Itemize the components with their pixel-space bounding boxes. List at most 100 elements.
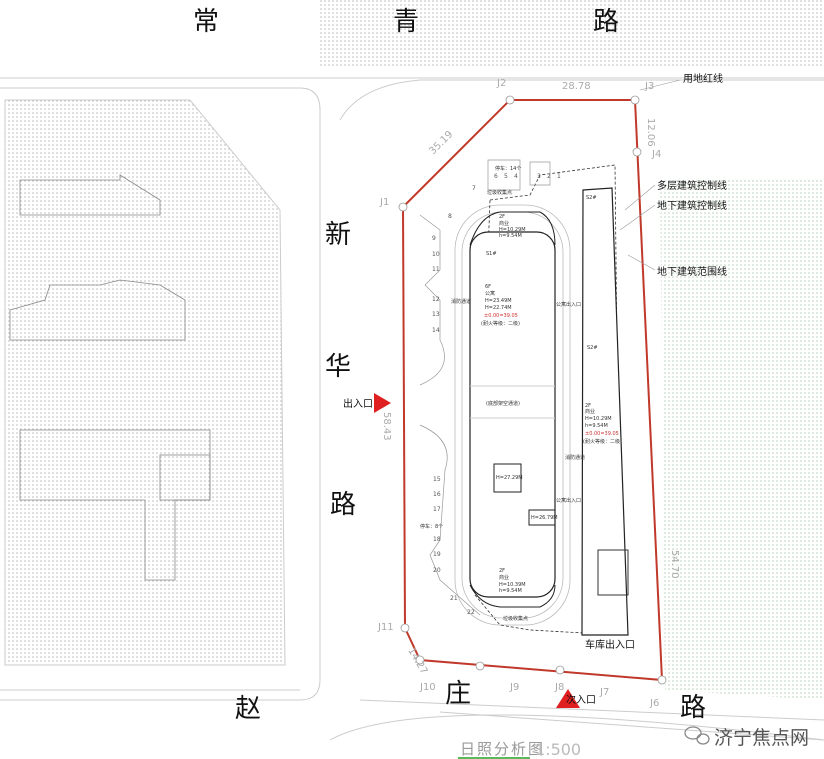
road-left-char-1: 新: [325, 220, 351, 250]
svg-text:19: 19: [433, 551, 441, 558]
east-block: [660, 180, 824, 700]
road-bottom-char-1: 赵: [235, 694, 261, 724]
road-bottom-char-3: 路: [680, 693, 706, 723]
svg-text:16: 16: [433, 491, 441, 498]
svg-text:2F: 2F: [499, 568, 505, 574]
secondary-entrance-label: 次入口: [566, 693, 596, 706]
dim-right: 54.70: [669, 550, 680, 579]
road-top-char-3: 路: [593, 7, 619, 37]
svg-text:公寓出入口: 公寓出入口: [556, 497, 581, 504]
svg-text:H=27.29M: H=27.29M: [496, 475, 523, 481]
svg-text:±0.00=39.05: ±0.00=39.05: [484, 313, 518, 319]
legend-underground-range: 地下建筑范围线: [657, 265, 727, 278]
svg-text:±0.00=39.05: ±0.00=39.05: [585, 431, 619, 437]
s1-labels: 2F 商业 H=10.29M h=9.54M S1# 6F 公寓 H=23.49…: [481, 214, 558, 594]
dim-diag: 35.19: [427, 129, 455, 157]
svg-text:消防通道: 消防通道: [451, 298, 471, 305]
svg-text:11: 11: [432, 266, 440, 273]
boundary-points: [398, 95, 667, 685]
svg-text:9: 9: [432, 235, 436, 242]
svg-text:8: 8: [448, 213, 452, 220]
point-j11: J11: [377, 622, 394, 633]
legend-leaders: [619, 79, 681, 271]
road-left-char-3: 路: [330, 490, 356, 520]
svg-text:H=23.49M: H=23.49M: [485, 298, 512, 304]
svg-text:消防通道: 消防通道: [565, 454, 585, 461]
svg-text:2: 2: [547, 173, 551, 180]
s2-labels: S2# S2# 2F 商业 H=10.29M h=9.54M ±0.00=39.…: [583, 195, 622, 445]
svg-text:H=10.29M: H=10.29M: [585, 416, 612, 422]
road-top-char-2: 青: [393, 7, 419, 37]
svg-text:H=26.79M: H=26.79M: [531, 515, 558, 521]
point-j8: J8: [554, 682, 564, 693]
point-j7: J7: [599, 687, 609, 698]
legend-multi-storey-control: 多层建筑控制线: [657, 179, 727, 192]
drawing-title: 日照分析图: [460, 740, 545, 758]
svg-text:(耐火等级：二级): (耐火等级：二级): [481, 320, 520, 327]
road-bottom-char-2: 庄: [445, 679, 471, 709]
svg-text:(底部架空通道): (底部架空通道): [486, 400, 520, 407]
parking-outlines: [419, 159, 551, 616]
road-lines: [0, 77, 824, 741]
point-j4: J4: [651, 149, 661, 160]
svg-text:12: 12: [432, 296, 440, 303]
wechat-icon: [684, 726, 710, 745]
svg-text:S1#: S1#: [486, 251, 497, 257]
svg-text:H=22.74M: H=22.74M: [485, 305, 512, 311]
svg-text:H=10.39M: H=10.39M: [499, 582, 526, 588]
svg-text:3: 3: [537, 173, 541, 180]
svg-text:4: 4: [514, 173, 518, 180]
point-j2: J2: [496, 78, 506, 89]
s1-stair-core: [528, 509, 556, 526]
svg-text:公寓: 公寓: [485, 290, 495, 297]
title-underline: [458, 757, 530, 759]
watermark-text: 济宁焦点网: [714, 727, 809, 749]
legend-red-line: 用地红线: [683, 72, 723, 85]
drawing-scale: 1:500: [535, 740, 581, 759]
secondary-entrance-marker: [556, 689, 580, 708]
svg-text:20: 20: [433, 567, 441, 574]
svg-text:S2#: S2#: [586, 195, 597, 201]
building-s2: [581, 187, 629, 636]
point-j9: J9: [509, 682, 519, 693]
svg-text:h=9.54M: h=9.54M: [499, 233, 522, 239]
road-top-char-1: 常: [193, 7, 219, 37]
main-entrance-marker: [374, 393, 391, 413]
svg-text:7: 7: [472, 185, 476, 192]
garage-entrance-label: 车库出入口: [585, 638, 635, 651]
svg-text:商业: 商业: [499, 220, 509, 227]
svg-text:6: 6: [494, 173, 498, 180]
svg-text:垃圾收集点: 垃圾收集点: [487, 189, 512, 196]
point-j6: J6: [649, 698, 659, 709]
dim-right-top: 12.06: [645, 118, 656, 147]
svg-text:2F: 2F: [585, 403, 591, 409]
svg-text:(耐火等级：二级): (耐火等级：二级): [583, 438, 622, 445]
point-j1: J1: [379, 197, 389, 208]
legend-underground-control: 地下建筑控制线: [657, 199, 727, 212]
svg-text:停车：8个: 停车：8个: [420, 523, 443, 530]
svg-text:17: 17: [433, 506, 441, 513]
north-block: [320, 0, 824, 68]
svg-text:10: 10: [432, 251, 440, 258]
garage-ramp: [597, 549, 629, 596]
svg-text:22: 22: [467, 609, 475, 616]
svg-text:5: 5: [504, 173, 508, 180]
svg-text:商业: 商业: [585, 408, 595, 415]
building-s1: [469, 231, 556, 598]
point-j3: J3: [644, 81, 654, 92]
svg-text:商业: 商业: [499, 574, 509, 581]
dim-top: 28.78: [562, 81, 591, 92]
road-left-char-2: 华: [325, 352, 351, 382]
main-entrance-label: 出入口: [343, 397, 373, 410]
svg-text:15: 15: [433, 476, 441, 483]
svg-text:1: 1: [557, 173, 561, 180]
svg-text:h=9.54M: h=9.54M: [499, 588, 522, 594]
svg-text:6F: 6F: [485, 284, 491, 290]
svg-text:h=9.54M: h=9.54M: [585, 423, 608, 429]
site-labels: 公寓出入口 公寓出入口 消防通道 消防通道 垃圾收集点 垃圾收集点 停车：14个…: [420, 165, 585, 622]
point-j10: J10: [419, 682, 436, 693]
s1-tower-core: [493, 463, 522, 493]
svg-text:停车：14个: 停车：14个: [495, 165, 521, 172]
